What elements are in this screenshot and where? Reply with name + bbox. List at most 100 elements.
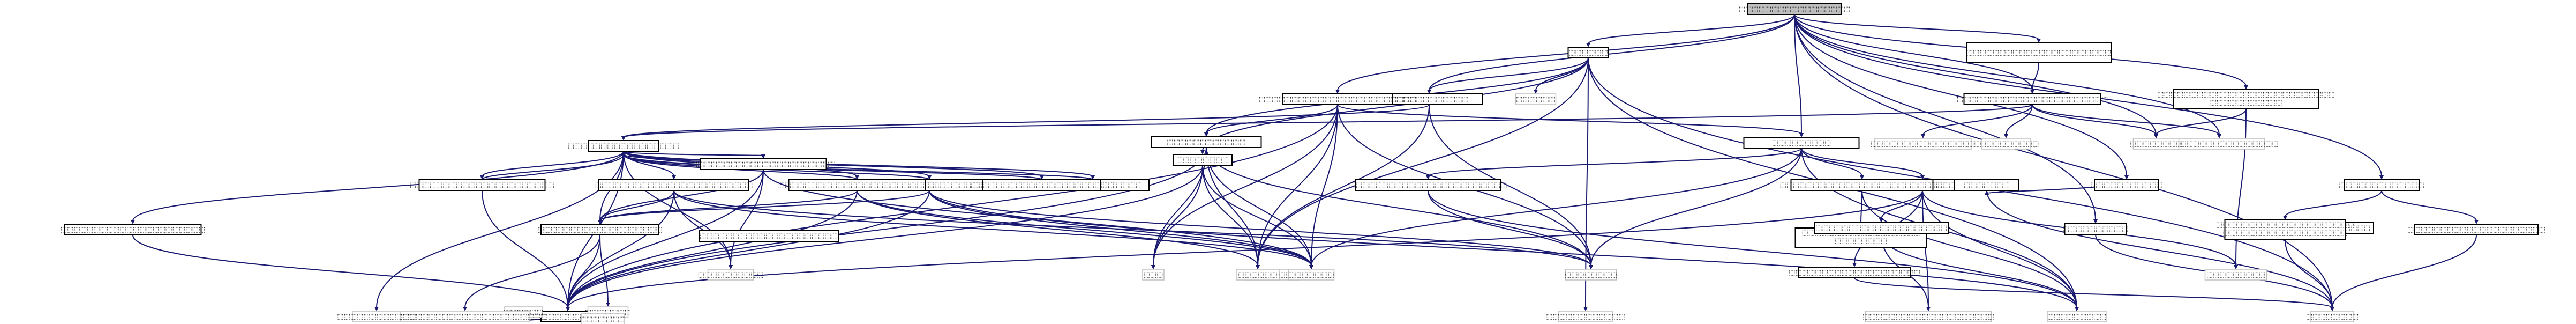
dependency-edge — [1428, 190, 2077, 308]
external-header-node: ⬚⬚⬚⬚⬚⬚⬚⬚⬚ — [2047, 311, 2107, 322]
dependency-edge — [1429, 104, 1591, 267]
node-box — [1874, 138, 1972, 150]
node-box — [1173, 154, 1233, 166]
dependency-edge — [1801, 148, 1923, 177]
dependency-edge — [1794, 14, 2157, 136]
node-box — [352, 311, 401, 322]
node-box — [2173, 89, 2319, 109]
external-header-node: ⬚⬚⬚⬚⬚⬚⬚ — [580, 313, 626, 324]
edge-arrowhead — [2075, 307, 2079, 311]
file-node[interactable]: ⬚⬚⬚⬚⬚⬚⬚⬚⬚⬚⬚⬚⬚⬚⬚⬚⬚⬚⬚⬚⬚⬚ — [691, 158, 836, 170]
dependency-edge — [1202, 165, 1258, 267]
file-node[interactable]: ⬚⬚⬚⬚⬚⬚⬚⬚⬚⬚⬚⬚⬚⬚⬚⬚⬚⬚⬚⬚⬚ — [699, 230, 839, 242]
node-label: ⬚⬚⬚⬚⬚⬚⬚⬚⬚⬚⬚⬚⬚ — [2339, 181, 2424, 189]
file-node[interactable]: ⬚⬚⬚⬚⬚⬚⬚⬚⬚⬚⬚⬚⬚⬚⬚⬚⬚⬚⬚⬚⬚⬚⬚⬚ — [778, 179, 936, 191]
file-node[interactable]: ⬚⬚⬚⬚⬚⬚⬚⬚⬚⬚⬚⬚⬚⬚⬚⬚⬚⬚⬚⬚⬚⬚⬚⬚⬚⬚⬚⬚⬚⬚⬚⬚⬚⬚⬚⬚⬚⬚ — [2157, 89, 2335, 109]
node-label: ⬚⬚⬚⬚⬚⬚⬚⬚⬚⬚⬚⬚⬚⬚⬚⬚⬚⬚⬚⬚⬚⬚⬚⬚⬚ — [1779, 181, 1944, 189]
node-box — [588, 140, 659, 152]
node-label: ⬚⬚⬚⬚⬚⬚⬚ — [1288, 271, 1334, 279]
file-node[interactable]: ⬚⬚⬚⬚⬚⬚ — [1567, 47, 1609, 58]
node-label: ⬚⬚⬚⬚⬚⬚⬚⬚⬚⬚⬚⬚ — [337, 313, 416, 321]
file-node[interactable]: ⬚⬚⬚⬚⬚⬚⬚⬚⬚⬚⬚⬚⬚⬚⬚⬚⬚⬚⬚ — [537, 224, 663, 235]
node-box — [1567, 47, 1609, 58]
dependency-edge — [1881, 190, 1923, 220]
node-label: ⬚⬚⬚⬚⬚⬚⬚⬚⬚⬚⬚⬚⬚⬚⬚⬚⬚⬚⬚⬚⬚⬚⬚⬚ — [778, 181, 936, 189]
dependency-edge — [482, 190, 568, 308]
file-node[interactable]: ⬚⬚⬚⬚⬚⬚⬚⬚⬚⬚⬚⬚⬚⬚⬚⬚⬚⬚⬚⬚⬚ — [2407, 224, 2545, 235]
edge-arrowhead — [2154, 134, 2158, 138]
file-node[interactable]: ⬚⬚⬚⬚⬚⬚⬚⬚ — [1173, 154, 1233, 166]
dependency-edge — [599, 190, 930, 222]
node-box — [1790, 179, 1934, 191]
node-box — [540, 224, 659, 235]
edge-arrowhead — [1920, 175, 1925, 180]
node-box — [2310, 311, 2354, 322]
node-label: ⬚⬚⬚⬚⬚⬚⬚⬚ — [2306, 313, 2359, 321]
node-label: ⬚⬚⬚⬚⬚⬚⬚⬚⬚⬚⬚⬚⬚⬚⬚⬚⬚⬚⬚⬚ — [1862, 313, 1994, 321]
dependency-edge — [730, 169, 764, 267]
node-label: ⬚⬚⬚⬚⬚⬚⬚⬚⬚⬚⬚⬚⬚⬚⬚⬚⬚⬚⬚⬚⬚⬚ — [1966, 49, 2111, 57]
node-box — [1236, 269, 1280, 281]
dependency-edge — [464, 234, 600, 308]
edge-arrowhead — [606, 303, 610, 307]
file-node[interactable]: ⬚⬚⬚⬚⬚⬚⬚⬚⬚⬚⬚⬚⬚⬚⬚⬚⬚⬚⬚⬚⬚⬚⬚ — [1957, 93, 2108, 105]
dependency-edge — [2032, 62, 2039, 91]
file-node[interactable]: ⬚⬚⬚⬚⬚⬚⬚⬚⬚⬚⬚⬚⬚⬚⬚⬚⬚⬚⬚⬚⬚⬚ — [61, 224, 205, 235]
file-node[interactable]: ⬚⬚⬚⬚⬚⬚⬚⬚⬚⬚⬚⬚⬚⬚⬚⬚⬚⬚⬚⬚ — [1789, 267, 1920, 278]
file-node[interactable]: ⬚⬚⬚⬚⬚⬚⬚⬚⬚⬚⬚⬚⬚⬚⬚⬚⬚⬚⬚⬚⬚⬚⬚⬚ — [1259, 93, 1417, 105]
dependency-edge — [1206, 104, 1338, 134]
file-node[interactable]: ⬚⬚⬚⬚⬚⬚⬚⬚⬚⬚⬚⬚⬚ — [2339, 179, 2424, 191]
edge-arrowhead — [855, 175, 859, 180]
edge-arrowhead — [1852, 263, 1857, 267]
external-header-node: ⬚⬚⬚⬚⬚⬚⬚⬚⬚⬚⬚⬚⬚⬚⬚⬚⬚⬚ — [2160, 138, 2279, 150]
node-box — [598, 179, 749, 191]
dependency-edge — [1206, 147, 1591, 267]
file-node[interactable]: ⬚⬚⬚⬚⬚⬚⬚⬚⬚⬚⬚⬚⬚⬚⬚⬚⬚⬚⬚⬚⬚⬚⬚⬚ — [595, 179, 753, 191]
root-file-node[interactable]: ⬚⬚⬚⬚⬚⬚⬚⬚⬚⬚⬚⬚⬚⬚⬚⬚⬚ — [1739, 3, 1851, 15]
node-box — [1151, 136, 1262, 148]
node-box — [2047, 311, 2107, 322]
external-header-node: ⬚⬚⬚⬚⬚⬚⬚⬚ — [1565, 269, 1617, 281]
dependency-edge — [1794, 14, 2096, 221]
file-node[interactable]: ⬚⬚⬚⬚⬚⬚⬚⬚⬚⬚⬚⬚⬚⬚⬚⬚⬚⬚⬚⬚⬚⬚⬚⬚ — [1349, 179, 1507, 191]
node-label: ⬚⬚⬚⬚⬚⬚⬚⬚⬚⬚⬚⬚ — [1546, 313, 1625, 321]
dependency-edge — [1922, 190, 2077, 308]
file-node[interactable]: ⬚⬚⬚⬚⬚⬚⬚⬚⬚⬚⬚ — [2090, 179, 2163, 191]
edge-arrowhead — [2124, 175, 2129, 180]
node-label: ⬚⬚⬚⬚⬚⬚ — [1516, 95, 1556, 104]
edge-arrowhead — [2217, 134, 2221, 138]
file-node[interactable]: ⬚⬚⬚⬚⬚⬚⬚⬚⬚⬚⬚⬚⬚⬚⬚⬚⬚⬚⬚⬚⬚⬚ — [1966, 42, 2112, 63]
file-node[interactable]: ⬚⬚⬚⬚⬚⬚⬚⬚⬚⬚⬚⬚⬚⬚⬚⬚⬚⬚⬚⬚⬚⬚ — [970, 179, 1114, 191]
file-node[interactable]: ⬚⬚⬚⬚⬚⬚⬚⬚⬚⬚⬚⬚⬚⬚⬚⬚⬚⬚⬚⬚⬚⬚⬚⬚⬚ — [1779, 179, 1944, 191]
dependency-edge — [599, 190, 674, 222]
node-box — [1814, 222, 1949, 234]
dependency-edge — [482, 151, 624, 177]
file-node[interactable]: ⬚⬚⬚⬚⬚⬚⬚⬚⬚⬚⬚⬚ — [1151, 136, 1262, 148]
file-node[interactable]: ⬚⬚⬚⬚⬚⬚⬚⬚⬚⬚⬚⬚⬚⬚⬚⬚⬚⬚⬚⬚⬚⬚ — [410, 179, 554, 191]
file-node[interactable]: ⬚⬚⬚⬚⬚⬚⬚⬚⬚⬚ — [2063, 223, 2129, 235]
node-label: ⬚⬚⬚⬚⬚⬚⬚⬚⬚⬚⬚⬚⬚⬚⬚⬚⬚⬚⬚⬚⬚⬚⬚⬚⬚⬚⬚ — [2157, 91, 2335, 99]
dependency-edge — [857, 190, 1312, 267]
node-box — [1798, 267, 1911, 278]
external-header-node: ⬚⬚⬚⬚⬚⬚⬚⬚ — [2306, 311, 2359, 322]
dependency-edge — [2285, 239, 2333, 308]
file-node[interactable]: ⬚⬚⬚⬚⬚⬚⬚⬚⬚⬚⬚⬚⬚⬚⬚⬚⬚ — [568, 140, 680, 152]
external-header-node: ⬚⬚⬚⬚⬚⬚⬚⬚⬚⬚⬚⬚ — [337, 311, 416, 322]
file-node[interactable]: ⬚⬚⬚⬚⬚⬚⬚⬚⬚⬚⬚⬚ — [1375, 93, 1483, 105]
file-node[interactable]: ⬚⬚⬚⬚⬚⬚⬚⬚⬚⬚⬚⬚⬚⬚⬚⬚⬚⬚⬚⬚ — [1814, 222, 1949, 234]
node-box — [1981, 138, 2031, 150]
node-label: ⬚⬚⬚⬚⬚⬚⬚⬚⬚⬚⬚ — [2210, 99, 2282, 107]
file-node[interactable]: ⬚⬚⬚⬚⬚⬚⬚⬚⬚ — [1743, 137, 1860, 149]
edge-arrowhead — [2330, 307, 2334, 311]
node-box — [2064, 223, 2127, 235]
edge-arrowhead — [131, 220, 135, 224]
file-node[interactable]: ⬚⬚⬚⬚⬚⬚⬚⬚⬚⬚⬚⬚⬚⬚⬚⬚⬚⬚⬚⬚⬚⬚⬚⬚⬚⬚⬚⬚⬚⬚⬚⬚⬚⬚⬚⬚⬚⬚⬚⬚ — [2216, 219, 2354, 240]
file-node[interactable]: ⬚⬚⬚⬚⬚⬚⬚ — [1954, 179, 2019, 191]
dependency-edge — [567, 190, 1923, 308]
node-label: ⬚⬚⬚⬚⬚⬚⬚⬚⬚⬚⬚⬚⬚⬚⬚⬚⬚⬚⬚⬚⬚⬚ — [970, 181, 1114, 189]
dependency-edge — [1794, 14, 2127, 177]
node-label: ⬚⬚⬚⬚⬚⬚⬚⬚⬚⬚ — [698, 271, 764, 279]
dependency-edge — [1311, 104, 1338, 267]
node-label: ⬚⬚⬚⬚⬚⬚⬚⬚⬚⬚⬚⬚⬚⬚⬚⬚⬚⬚⬚⬚ — [1789, 269, 1920, 277]
edge-arrowhead — [1309, 265, 1313, 269]
